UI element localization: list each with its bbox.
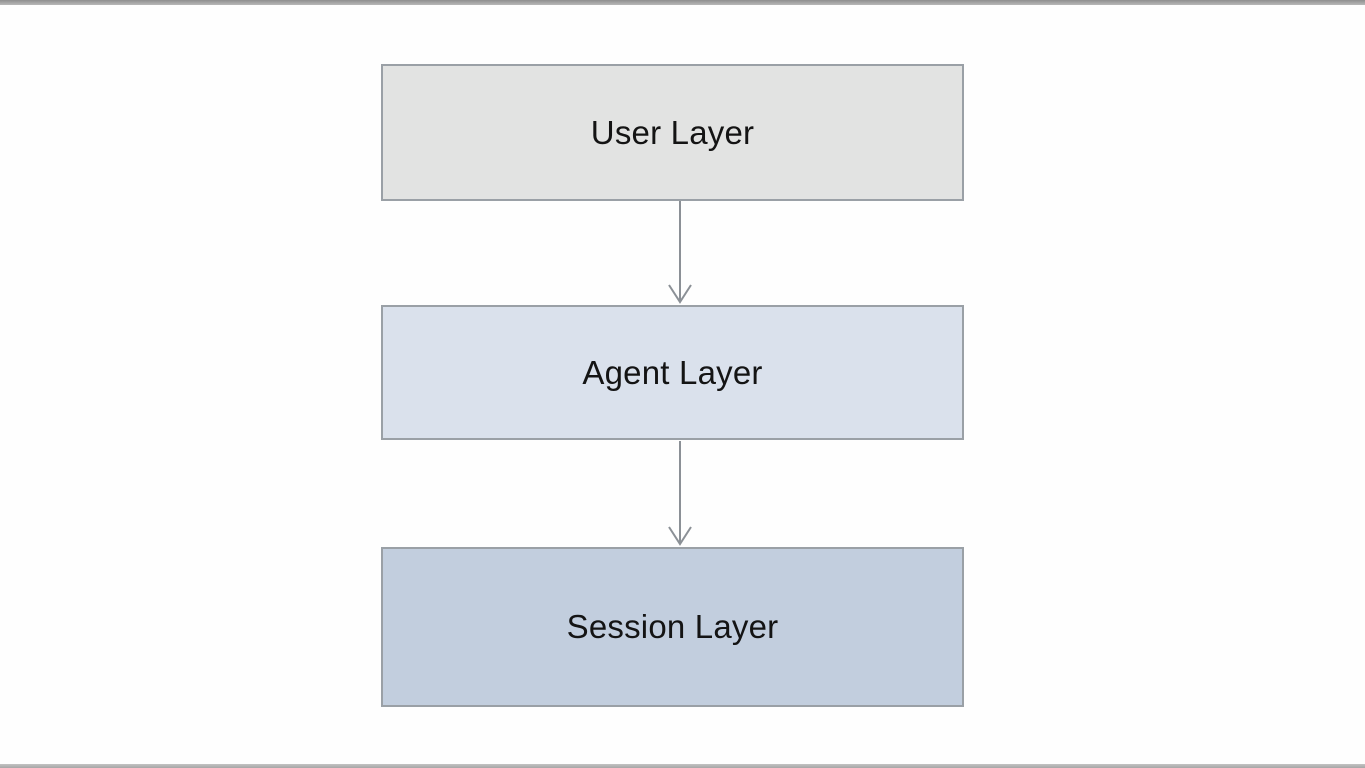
- screenshot-bottom-edge: [0, 764, 1365, 768]
- node-agent-layer: Agent Layer: [381, 305, 964, 440]
- node-agent-layer-label: Agent Layer: [582, 353, 763, 391]
- node-user-layer-label: User Layer: [590, 113, 755, 151]
- arrow-down-icon: [668, 201, 692, 304]
- node-session-layer-label: Session Layer: [566, 608, 779, 645]
- arrow-user-to-agent: [665, 201, 695, 309]
- arrow-down-icon: [668, 441, 692, 546]
- arrow-agent-to-session: [665, 441, 695, 551]
- node-user-layer: User Layer: [381, 64, 964, 201]
- node-session-layer: Session Layer: [381, 547, 964, 707]
- screenshot-top-edge: [0, 0, 1365, 5]
